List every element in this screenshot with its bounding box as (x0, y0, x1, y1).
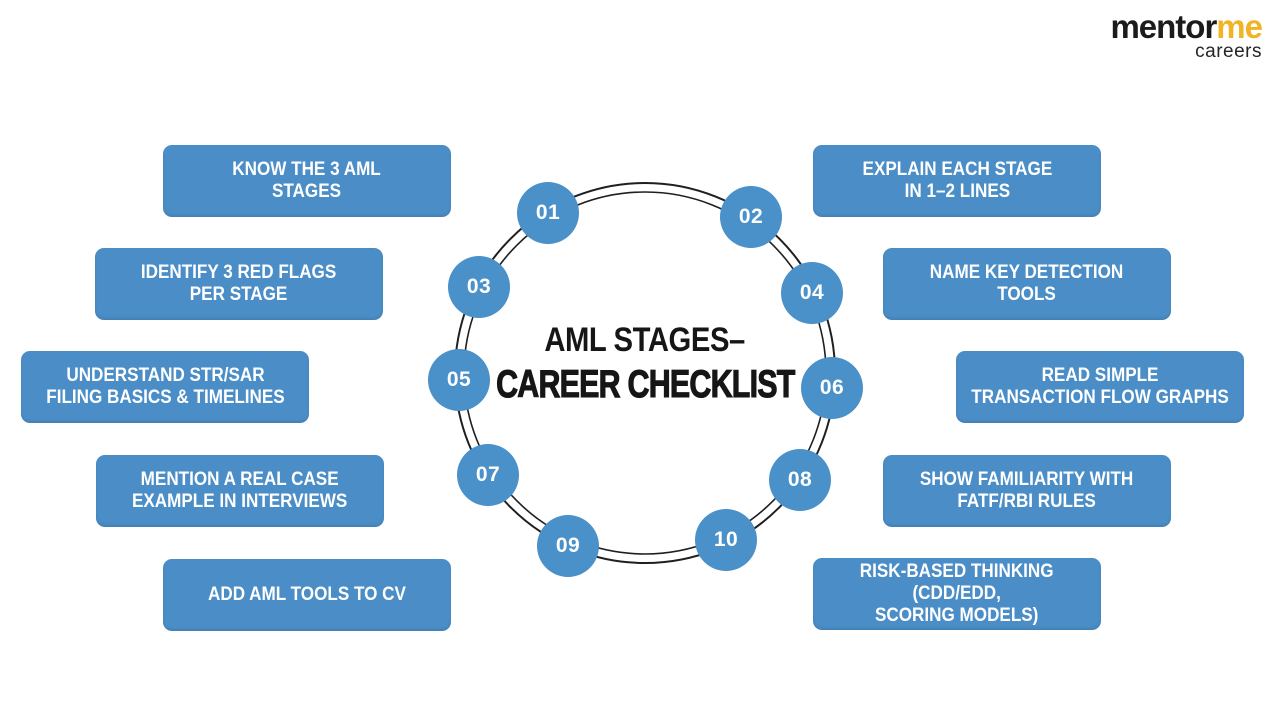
checklist-box-label: ADD AML TOOLS TO CV (208, 584, 406, 605)
step-number: 06 (819, 376, 845, 399)
step-circle-05: 05 (428, 349, 490, 411)
checklist-box-label: KNOW THE 3 AML STAGES (232, 159, 382, 202)
step-circle-01: 01 (517, 182, 579, 244)
checklist-box-mention-real-case: MENTION A REAL CASE EXAMPLE IN INTERVIEW… (96, 455, 384, 527)
step-circle-09: 09 (537, 515, 599, 577)
step-circle-10: 10 (695, 509, 757, 571)
mentorme-logo: mentorme careers (1110, 8, 1263, 62)
checklist-box-name-detection-tools: NAME KEY DETECTION TOOLS (883, 248, 1171, 320)
checklist-box-label: MENTION A REAL CASE EXAMPLE IN INTERVIEW… (132, 469, 348, 512)
logo-wordmark-black: mentor (1110, 8, 1217, 45)
checklist-box-label: UNDERSTAND STR/SAR FILING BASICS & TIMEL… (45, 365, 285, 408)
checklist-box-label: SHOW FAMILIARITY WITH FATF/RBI RULES (920, 469, 1134, 512)
checklist-box-read-transaction-graphs: READ SIMPLE TRANSACTION FLOW GRAPHS (956, 351, 1244, 423)
step-circle-04: 04 (781, 262, 843, 324)
logo-wordmark: mentorme (1110, 8, 1263, 45)
step-circle-08: 08 (769, 449, 831, 511)
step-number: 03 (466, 275, 492, 298)
step-number: 05 (446, 368, 472, 391)
logo-tagline: careers (1195, 41, 1262, 62)
checklist-box-label: NAME KEY DETECTION TOOLS (930, 262, 1124, 305)
checklist-box-understand-str-sar: UNDERSTAND STR/SAR FILING BASICS & TIMEL… (21, 351, 309, 423)
page-title-line1: AML STAGES– (544, 321, 746, 359)
checklist-box-label: IDENTIFY 3 RED FLAGS PER STAGE (141, 262, 337, 305)
step-number: 10 (713, 528, 739, 551)
checklist-box-label: EXPLAIN EACH STAGE IN 1–2 LINES (862, 159, 1052, 202)
checklist-box-label: READ SIMPLE TRANSACTION FLOW GRAPHS (971, 365, 1229, 408)
checklist-box-identify-red-flags: IDENTIFY 3 RED FLAGS PER STAGE (95, 248, 383, 320)
step-circle-06: 06 (801, 357, 863, 419)
logo-wordmark-yellow: me (1216, 8, 1263, 45)
step-number: 09 (555, 534, 581, 557)
checklist-box-explain-each-stage: EXPLAIN EACH STAGE IN 1–2 LINES (813, 145, 1101, 217)
step-circle-07: 07 (457, 444, 519, 506)
page-title-line2: CAREER CHECKLIST (495, 363, 795, 406)
step-circle-03: 03 (448, 256, 510, 318)
step-number: 07 (475, 463, 501, 486)
checklist-box-know-aml-stages: KNOW THE 3 AML STAGES (163, 145, 451, 217)
step-number: 04 (799, 281, 825, 304)
checklist-box-label: RISK-BASED THINKING (CDD/EDD, SCORING MO… (860, 561, 1054, 626)
step-number: 02 (738, 205, 764, 228)
checklist-box-add-aml-tools: ADD AML TOOLS TO CV (163, 559, 451, 631)
step-circle-02: 02 (720, 186, 782, 248)
step-number: 01 (535, 201, 561, 224)
page-title: AML STAGES– CAREER CHECKLIST (450, 322, 840, 413)
step-number: 08 (787, 468, 813, 491)
checklist-box-fatf-rbi-rules: SHOW FAMILIARITY WITH FATF/RBI RULES (883, 455, 1171, 527)
checklist-box-risk-based-thinking: RISK-BASED THINKING (CDD/EDD, SCORING MO… (813, 558, 1101, 630)
